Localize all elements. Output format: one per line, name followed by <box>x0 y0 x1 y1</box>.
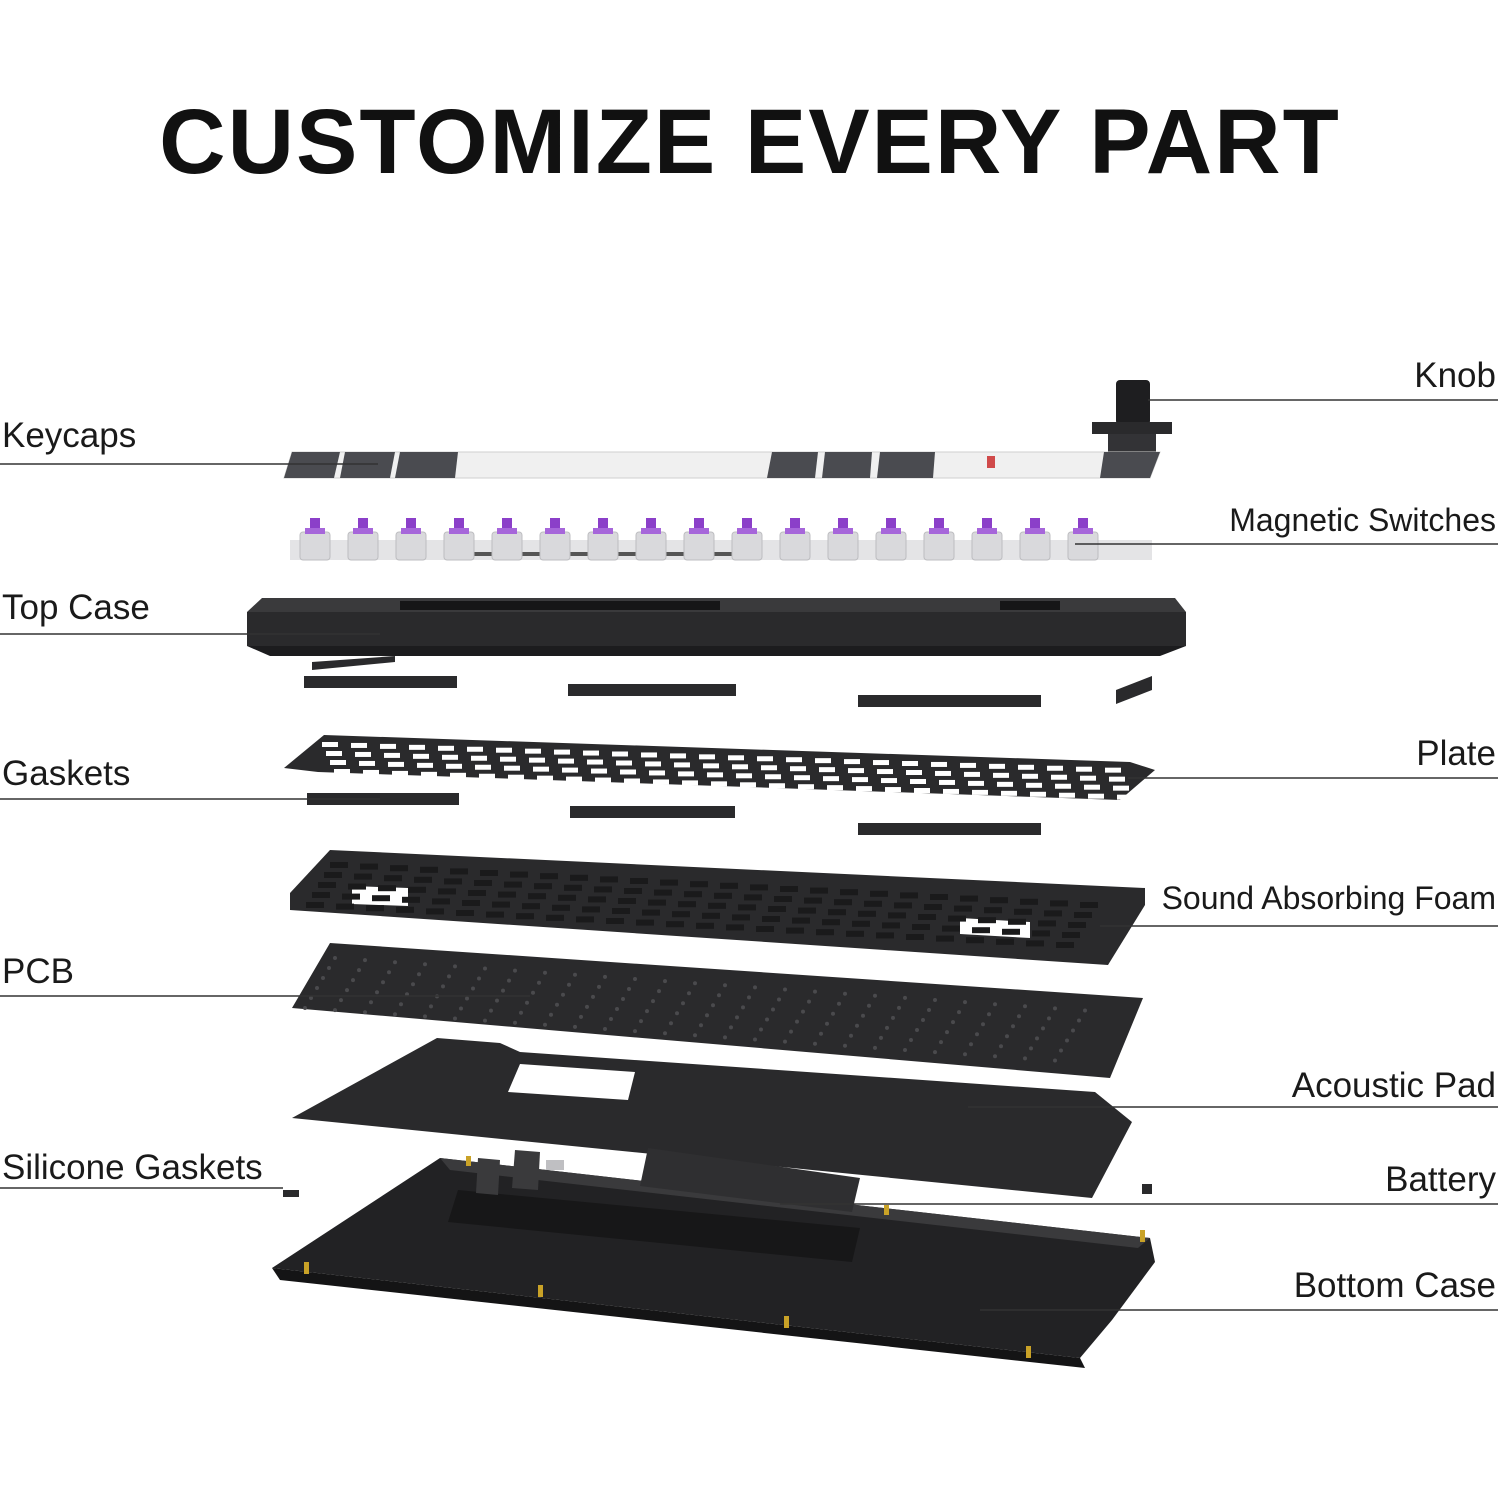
bottom-case-part <box>272 1148 1155 1368</box>
pcb-part <box>292 943 1143 1078</box>
label-keycaps: Keycaps <box>2 416 137 455</box>
magnetic-switches-part <box>290 518 1152 561</box>
page-title: CUSTOMIZE EVERY PART <box>159 91 1341 193</box>
knob-part <box>1092 380 1172 464</box>
label-pcb: PCB <box>2 952 74 991</box>
plate-part <box>284 735 1155 809</box>
label-top-case: Top Case <box>2 588 150 627</box>
label-magnetic-switches: Magnetic Switches <box>1229 502 1496 538</box>
battery-part <box>640 1148 860 1212</box>
leader-lines <box>0 399 1498 1311</box>
label-plate: Plate <box>1416 734 1496 773</box>
top-case-part <box>247 598 1186 656</box>
upper-gaskets-part <box>304 656 1152 707</box>
label-knob: Knob <box>1414 356 1496 395</box>
label-acoustic-pad: Acoustic Pad <box>1291 1066 1496 1105</box>
label-gaskets: Gaskets <box>2 754 131 793</box>
sound-absorbing-foam-part <box>290 850 1145 965</box>
label-bottom-case: Bottom Case <box>1293 1266 1496 1305</box>
silicone-gaskets-part <box>283 1184 1152 1197</box>
lower-gaskets-part <box>307 793 1041 835</box>
keycaps-part <box>283 451 1161 479</box>
label-sound-absorbing-foam: Sound Absorbing Foam <box>1161 880 1496 916</box>
acoustic-pad-part <box>292 1038 1132 1198</box>
label-battery: Battery <box>1385 1160 1496 1199</box>
label-silicone-gaskets: Silicone Gaskets <box>2 1148 263 1187</box>
